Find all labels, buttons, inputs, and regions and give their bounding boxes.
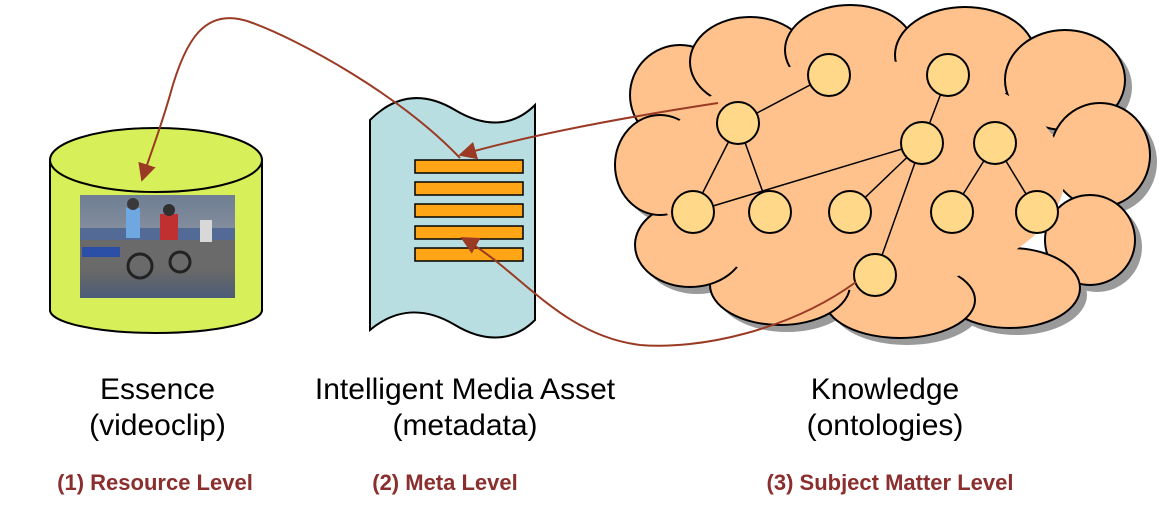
essence-caption: Essence (videoclip) bbox=[70, 372, 245, 444]
reference-arrows bbox=[138, 17, 857, 347]
ontology-node bbox=[671, 190, 715, 234]
arrow-node-to-metadata-bottom bbox=[460, 237, 857, 347]
resource-level-label: (1) Resource Level bbox=[57, 470, 253, 495]
videoclip-thumbnail bbox=[80, 195, 235, 298]
ontology-node bbox=[807, 53, 851, 97]
ontology-node bbox=[973, 121, 1017, 165]
ontology-node bbox=[900, 121, 944, 165]
ontology-node bbox=[853, 253, 897, 297]
metadata-document bbox=[369, 97, 536, 339]
arrow-node-to-metadata bbox=[458, 102, 719, 160]
metadata-bar bbox=[414, 225, 524, 240]
ontology-nodes bbox=[671, 53, 1059, 297]
knowledge-title: Knowledge bbox=[810, 373, 960, 406]
knowledge-caption: Knowledge (ontologies) bbox=[770, 372, 1000, 444]
ontology-node bbox=[748, 190, 792, 234]
essence-subtitle: (videoclip) bbox=[89, 409, 226, 442]
asset-subtitle: (metadata) bbox=[392, 409, 538, 442]
subject-matter-level-label: (3) Subject Matter Level bbox=[766, 470, 1014, 495]
knowledge-subtitle: (ontologies) bbox=[806, 409, 964, 442]
metadata-bar bbox=[414, 159, 524, 174]
ontology-node bbox=[930, 190, 974, 234]
asset-title: Intelligent Media Asset bbox=[314, 373, 616, 406]
arrow-metadata-to-essence bbox=[138, 17, 461, 182]
essence-title: Essence bbox=[99, 373, 216, 406]
metadata-bar bbox=[414, 203, 524, 218]
asset-caption: Intelligent Media Asset (metadata) bbox=[270, 372, 660, 444]
essence-cylinder bbox=[49, 127, 263, 334]
ontology-node bbox=[828, 190, 872, 234]
ontology-node bbox=[1015, 190, 1059, 234]
ontology-node bbox=[716, 101, 760, 145]
metadata-bar bbox=[414, 247, 524, 262]
metadata-bar bbox=[414, 181, 524, 196]
meta-level-label: (2) Meta Level bbox=[372, 470, 518, 495]
ontology-node bbox=[926, 53, 970, 97]
